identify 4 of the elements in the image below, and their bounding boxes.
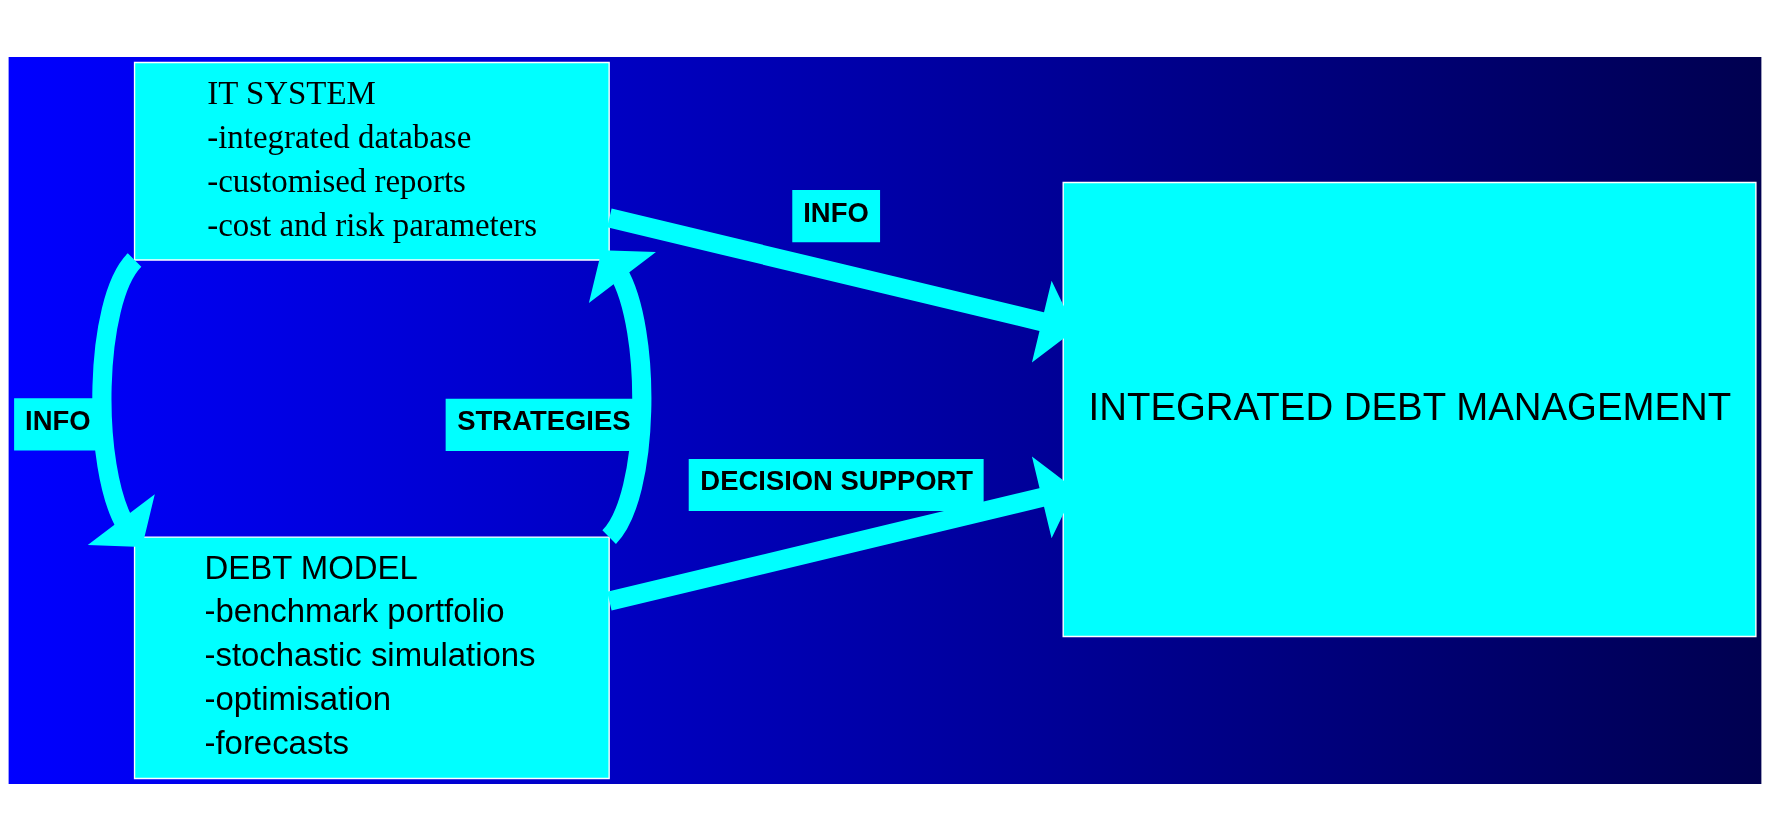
edge-label: STRATEGIES [457, 404, 631, 436]
edge-label: DECISION SUPPORT [700, 464, 974, 496]
edge-label: INFO [803, 196, 869, 228]
edge-label: INFO [25, 404, 91, 436]
